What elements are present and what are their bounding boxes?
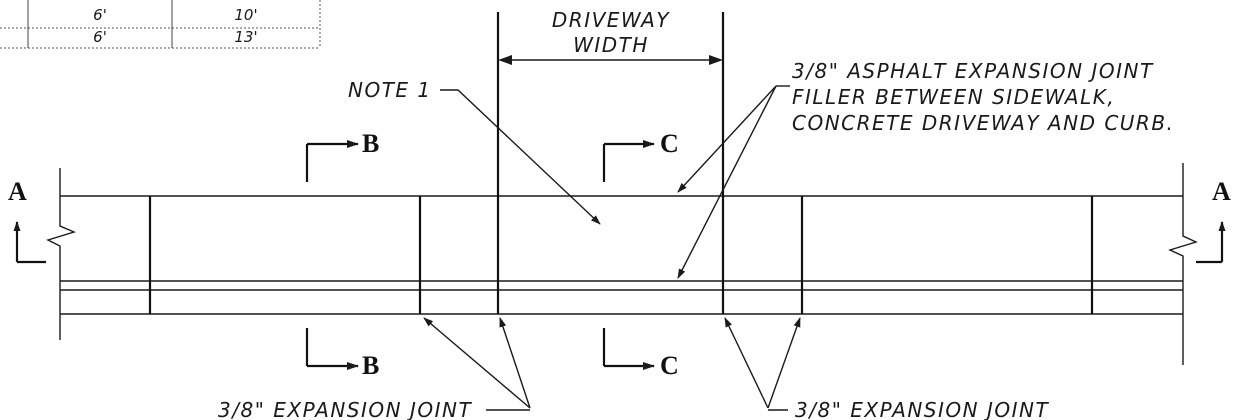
section-b-top-letter: B [362,129,379,158]
break-line-left [46,168,77,340]
break-line-right [1168,163,1198,365]
expansion-joint-left-callout: 3/8" EXPANSION JOINT [218,317,531,420]
section-b-bottom-letter: B [362,351,379,380]
asphalt-label-line1: 3/8" ASPHALT EXPANSION JOINT [792,59,1154,83]
section-a-left: A [8,177,46,264]
note-1-label: NOTE 1 [348,78,432,102]
asphalt-label-line3: CONCRETE DRIVEWAY AND CURB. [792,111,1174,135]
dimension-table: 6' 10' 6' 13' [0,0,321,49]
note-1-callout: NOTE 1 [348,78,601,225]
asphalt-joint-callout: 3/8" ASPHALT EXPANSION JOINT FILLER BETW… [677,59,1174,279]
expansion-joint-right-callout: 3/8" EXPANSION JOINT [724,317,1049,420]
sidewalk-plan [60,12,1183,315]
expansion-right-label: 3/8" EXPANSION JOINT [795,398,1049,420]
section-a-left-letter: A [8,177,27,206]
section-a-right: A [1196,177,1231,264]
section-b-bottom: B [305,328,379,380]
driveway-width-dimension: DRIVEWAY WIDTH [498,8,723,65]
expansion-left-label: 3/8" EXPANSION JOINT [218,398,472,420]
table-row-2-col-1: 6' [93,28,107,46]
section-b-top: B [305,129,379,182]
driveway-label-line2: WIDTH [573,33,649,57]
section-a-right-letter: A [1212,177,1231,206]
section-c-bottom-letter: C [660,351,679,380]
section-c-top-letter: C [660,129,679,158]
table-row-1-col-1: 6' [93,6,107,24]
table-row-1-col-2: 10' [234,6,257,24]
section-c-top: C [602,129,679,182]
section-c-bottom: C [602,328,679,380]
break-lines [46,163,1198,365]
driveway-label-line1: DRIVEWAY [552,8,670,32]
asphalt-label-line2: FILLER BETWEEN SIDEWALK, [792,85,1115,109]
table-row-2-col-2: 13' [234,28,257,46]
